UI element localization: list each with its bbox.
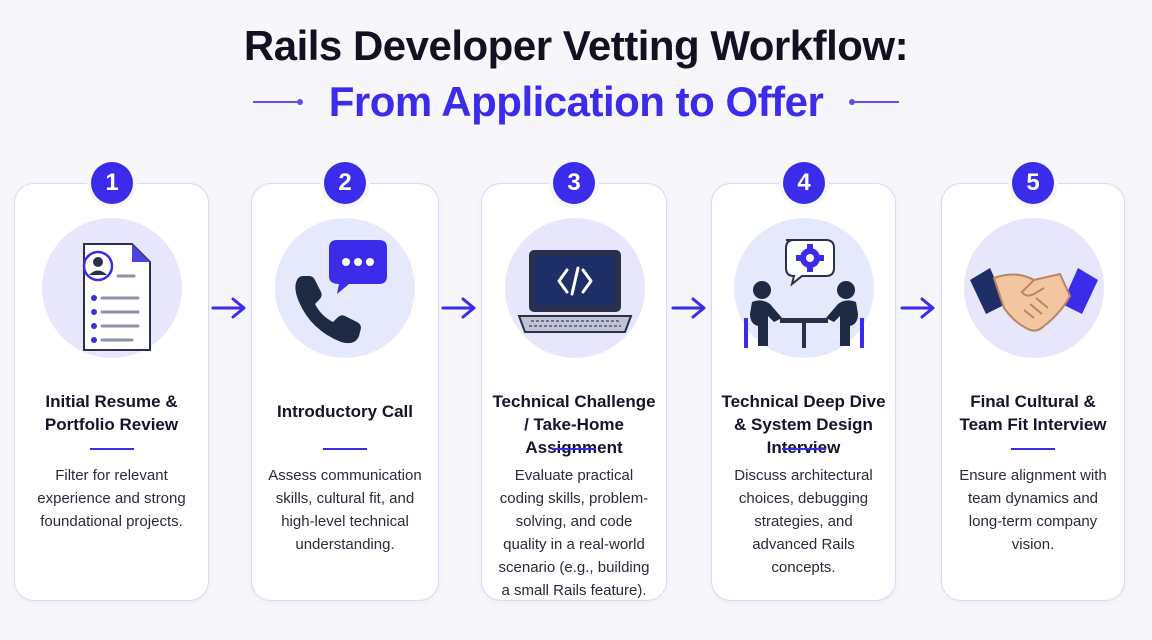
subtitle-row: From Application to Offer <box>0 74 1152 130</box>
step-2-underline <box>323 448 367 450</box>
step-1-title: Initial Resume & Portfolio Review <box>44 392 179 434</box>
right-decoration <box>849 99 900 105</box>
step-5-badge: 5 <box>1012 162 1054 204</box>
step-4-icon-circle <box>734 218 874 358</box>
step-card-2: Introductory Call Assess communication s… <box>251 183 439 601</box>
handshake-icon <box>970 268 1098 332</box>
phone-chat-icon <box>295 240 387 344</box>
arrow-right-icon <box>671 297 706 319</box>
step-3-badge: 3 <box>553 162 595 204</box>
resume-document-icon <box>82 243 151 351</box>
step-1-underline <box>89 448 134 450</box>
step-5-title: Final Cultural & Team Fit Interview <box>959 392 1107 434</box>
step-1-icon-circle <box>42 218 182 358</box>
left-decoration <box>252 99 303 105</box>
step-2-description: Assess communication skills, cultural fi… <box>268 467 422 553</box>
step-card-1: Initial Resume & Portfolio Review Filter… <box>14 183 209 601</box>
step-3-icon-circle <box>505 218 645 358</box>
step-card-4: Technical Deep Dive & System Design Inte… <box>711 183 896 601</box>
page-title: Rails Developer Vetting Workflow: <box>243 22 909 69</box>
page-subtitle: From Application to Offer <box>328 78 824 125</box>
arrow-right-icon <box>211 297 246 319</box>
step-2-badge: 2 <box>324 162 366 204</box>
step-card-3: Technical Challenge / Take-Home Assignme… <box>481 183 667 601</box>
arrow-right-icon <box>441 297 476 319</box>
step-5-description: Ensure alignment with team dynamics and … <box>959 467 1107 553</box>
step-3-description: Evaluate practical coding skills, proble… <box>498 467 650 599</box>
step-card-5: Final Cultural & Team Fit Interview Ensu… <box>941 183 1125 601</box>
laptop-code-icon <box>517 250 633 333</box>
interview-people-icon <box>744 239 864 348</box>
step-4-underline <box>781 448 826 450</box>
step-3-title: Technical Challenge / Take-Home Assignme… <box>492 392 656 457</box>
step-2-title: Introductory Call <box>276 402 413 421</box>
step-5-underline <box>1011 448 1055 450</box>
gear-icon <box>796 244 824 272</box>
step-4-badge: 4 <box>783 162 825 204</box>
step-4-description: Discuss architectural choices, debugging… <box>734 467 873 576</box>
step-5-icon-circle <box>964 218 1104 358</box>
arrow-right-icon <box>900 297 935 319</box>
step-4-title: Technical Deep Dive & System Design Inte… <box>721 392 886 457</box>
step-3-underline <box>552 448 596 450</box>
step-2-icon-circle <box>275 218 415 358</box>
step-1-badge: 1 <box>91 162 133 204</box>
step-1-description: Filter for relevant experience and stron… <box>37 467 186 530</box>
header: Rails Developer Vetting Workflow: From A… <box>0 18 1152 130</box>
